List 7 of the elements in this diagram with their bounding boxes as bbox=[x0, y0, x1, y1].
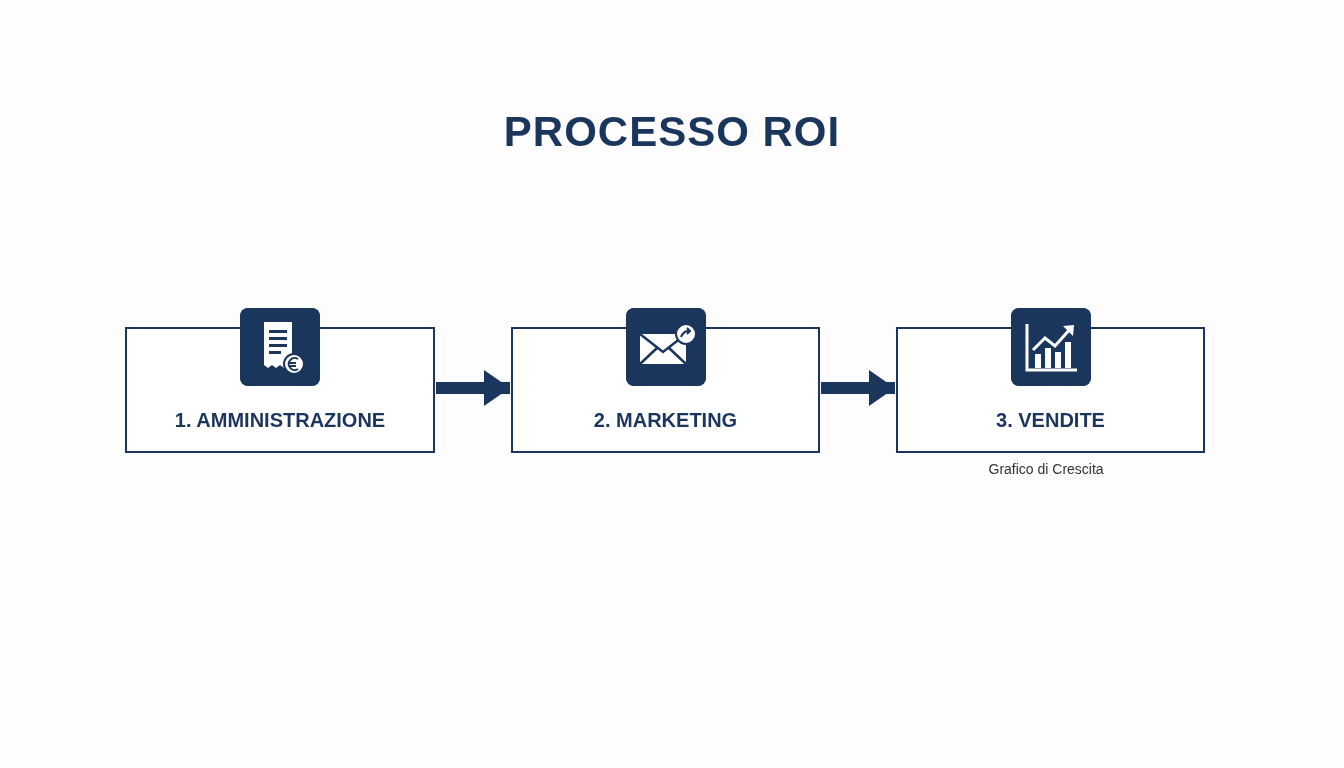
caption-text: Grafico di Crescita bbox=[988, 461, 1104, 477]
step-label: 3. VENDITE bbox=[996, 409, 1105, 432]
diagram-title: PROCESSO ROI bbox=[502, 108, 842, 156]
arrow bbox=[821, 370, 895, 406]
step-label: 1. AMMINISTRAZIONE bbox=[174, 409, 386, 432]
step-label: 2. MARKETING bbox=[593, 409, 738, 432]
arrow bbox=[436, 370, 510, 406]
